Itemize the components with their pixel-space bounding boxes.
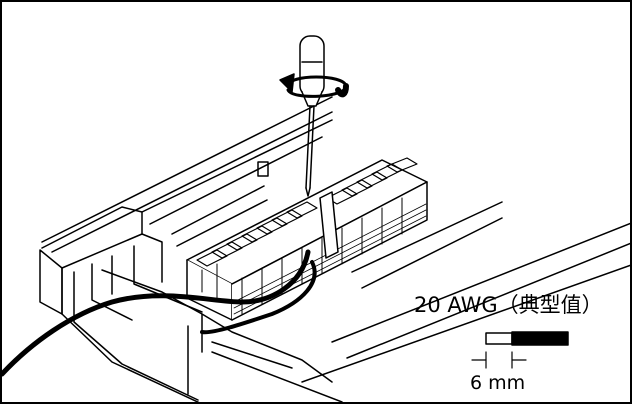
wire-gauge-label: 20 AWG（典型值） — [414, 293, 603, 317]
strip-length-indicator — [471, 331, 569, 369]
housing-left — [39, 206, 343, 402]
rail-pin — [257, 161, 269, 177]
terminal-block — [186, 157, 428, 321]
wire-icon — [2, 249, 317, 377]
rotation-arrow-icon — [279, 73, 349, 98]
screwdriver-icon — [299, 35, 325, 197]
strip-length-label: 6 mm — [470, 372, 526, 394]
tray-rails — [41, 96, 630, 383]
